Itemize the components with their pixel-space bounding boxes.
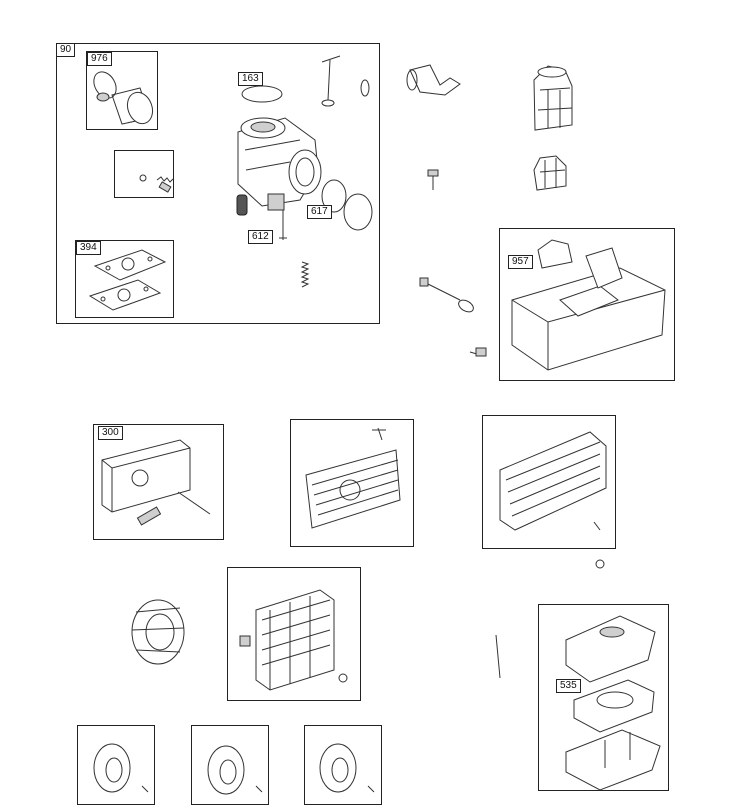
screw-spring-icon xyxy=(139,174,174,193)
spring-icon xyxy=(300,261,310,288)
small-parts-box xyxy=(114,150,174,198)
rod-icon xyxy=(495,634,501,679)
tube-icon xyxy=(93,71,154,125)
carburetor-icon xyxy=(237,117,322,211)
air-filter-icon xyxy=(565,615,661,791)
o-ring-icon xyxy=(241,85,283,103)
label-90: 90 xyxy=(56,43,76,57)
label-163: 163 xyxy=(238,72,263,86)
muffler-guard-icon xyxy=(305,427,401,529)
label-535: 535 xyxy=(556,679,581,693)
carburetor-assembly-box xyxy=(56,43,380,324)
seal-ring-icon xyxy=(343,193,373,231)
air-filter-box xyxy=(538,604,669,791)
muffler-icon xyxy=(101,439,211,526)
gasket-394-box xyxy=(75,240,174,318)
muffler-guard-box-2 xyxy=(482,415,616,549)
muffler-300-box xyxy=(93,424,224,540)
label-957: 957 xyxy=(508,255,533,269)
muffler-guard-box-3 xyxy=(227,567,361,701)
cover-icon xyxy=(93,743,375,795)
label-976: 976 xyxy=(87,52,112,66)
fuel-tank-box xyxy=(499,228,675,381)
fuel-cap-icon xyxy=(533,65,573,131)
label-617: 617 xyxy=(307,205,332,219)
elbow-fitting-icon xyxy=(406,64,461,96)
label-300: 300 xyxy=(98,426,123,440)
muffler-guard-icon-2 xyxy=(499,431,607,569)
fuel-tank-icon xyxy=(511,239,666,371)
fuel-cap-small-icon xyxy=(533,155,567,191)
muffler-guard-icon-3 xyxy=(239,589,348,691)
label-612: 612 xyxy=(248,230,273,244)
bolt-icon xyxy=(427,169,439,190)
flywheel-icon xyxy=(131,599,185,665)
needle-icon xyxy=(279,210,287,240)
label-394: 394 xyxy=(76,241,101,255)
tube-976-box xyxy=(86,51,158,130)
long-bolt-icon xyxy=(419,277,487,357)
gasket-icon xyxy=(88,249,167,311)
choke-shaft-icon xyxy=(321,55,370,107)
muffler-guard-box-1 xyxy=(290,419,414,547)
